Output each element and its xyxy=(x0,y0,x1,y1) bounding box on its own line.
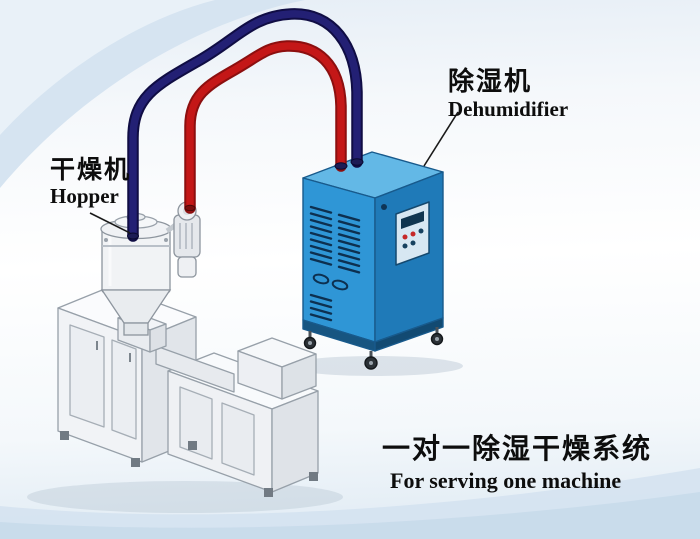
hopper-label-en: Hopper xyxy=(50,184,119,208)
dehumidifier-label-en: Dehumidifier xyxy=(448,97,569,122)
caster-wheel xyxy=(303,327,444,370)
extruder-door xyxy=(69,324,137,440)
extruder-machine xyxy=(57,285,319,497)
machine-feet xyxy=(60,431,318,497)
system-caption-zh: 一对一除湿干燥系统 xyxy=(382,432,653,465)
control-panel xyxy=(395,201,430,266)
hopper-label: 干燥机 Hopper xyxy=(50,156,131,208)
dehumidifier-vents xyxy=(309,205,361,322)
barrel xyxy=(155,345,235,393)
hopper-label-zh: 干燥机 xyxy=(50,155,132,184)
blue-pipe xyxy=(129,10,361,240)
leader-line-hopper xyxy=(89,212,131,234)
pipe-port xyxy=(127,158,364,240)
red-pipe xyxy=(186,42,345,212)
dehumidifier-unit xyxy=(302,151,444,370)
dehumidifier-label-zh: 除湿机 xyxy=(448,67,533,97)
barrel-cover xyxy=(237,337,317,400)
system-caption: 一对一除湿干燥系统 For serving one machine xyxy=(382,432,653,494)
system-caption-en: For serving one machine xyxy=(390,468,622,494)
brand-logo-dot xyxy=(381,204,387,210)
leader-line-dehumidifier xyxy=(423,111,459,167)
dehumidifier-label: 除湿机 Dehumidifier xyxy=(448,68,568,121)
machine-shadow xyxy=(27,481,343,513)
pipes xyxy=(127,8,363,242)
blower-unit xyxy=(165,201,201,278)
